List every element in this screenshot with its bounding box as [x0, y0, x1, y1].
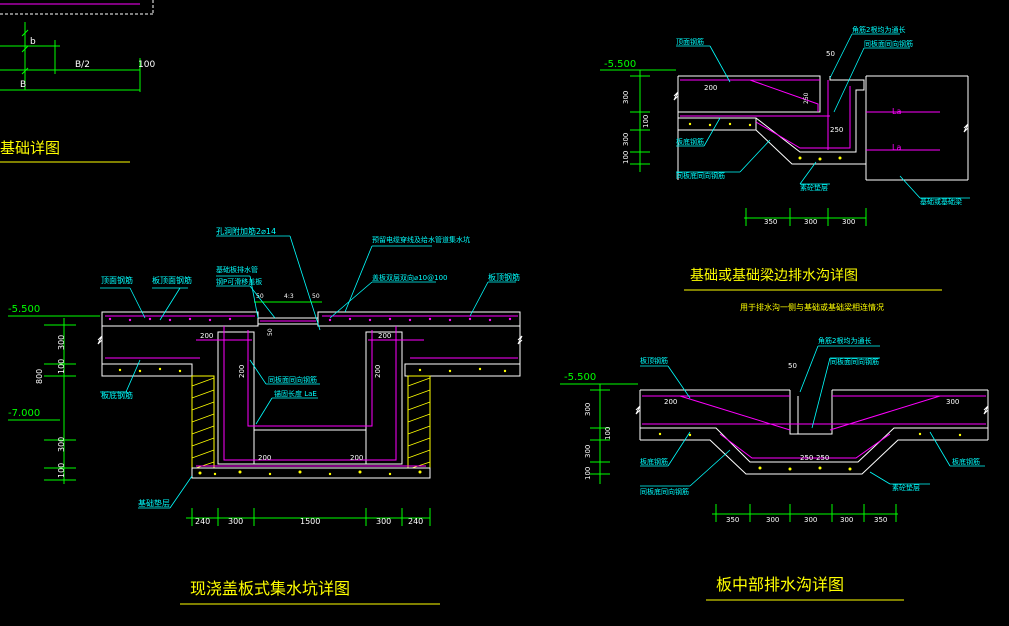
mid-elev: -5.500: [564, 372, 596, 383]
dim-100: 100: [138, 60, 155, 70]
edge-hdim-1: 350: [764, 218, 777, 226]
mid-label-bottom-right: 板底钢筋: [952, 457, 980, 466]
pit-inner-4: 200: [374, 365, 382, 378]
pit-label-bottom-rebar: 板底钢筋: [101, 390, 133, 400]
pit-label-board-top: 板顶面钢筋: [152, 275, 192, 285]
edge-label-top: 顶面钢筋: [676, 37, 704, 46]
edge-la-1: La: [892, 107, 901, 116]
edge-inner-4: 50: [826, 50, 835, 58]
dim-b-small: b: [30, 37, 36, 47]
mid-hdim-2: 300: [766, 516, 779, 524]
mid-label-corner: 角筋2根均为通长: [818, 336, 871, 345]
edge-label-corner: 角筋2根均为通长: [852, 25, 905, 34]
pit-elev-top: -5.500: [8, 304, 40, 315]
mid-vdim-1: 300: [584, 403, 592, 416]
edge-hdim-3: 300: [842, 218, 855, 226]
pit-label-drain: 基础板排水管: [216, 265, 258, 274]
pit-vdim-1: 300: [57, 335, 66, 350]
top-left-detail: b B/2 100 B 基础详图: [0, 0, 155, 163]
pit-small-1: 50: [256, 293, 264, 300]
edge-inner-3: 250: [803, 92, 810, 104]
pit-label-cover: 盖板双层双向⌀10@100: [372, 273, 447, 282]
pit-vdim-2: 800: [35, 369, 44, 384]
pit-vdim-3: 100: [57, 359, 66, 374]
edge-label-bottom: 板底钢筋: [676, 137, 704, 146]
edge-vdim-1: 300: [622, 91, 630, 104]
mid-hdim-5: 350: [874, 516, 887, 524]
edge-hdim-2: 300: [804, 218, 817, 226]
edge-vdim-3: 300: [622, 133, 630, 146]
mid-title: 板中部排水沟详图: [716, 575, 844, 594]
mid-vdim-2: 100: [604, 427, 612, 440]
pit-small-3: 4:3: [284, 293, 294, 300]
top-left-title: 基础详图: [0, 139, 60, 157]
mid-label-bottom-left: 板底钢筋: [640, 457, 668, 466]
pit-label-cushion: 基础垫层: [138, 498, 170, 508]
edge-vdim-2: 100: [642, 115, 650, 128]
pit-inner-3: 200: [238, 365, 246, 378]
edge-subtitle: 用于排水沟一侧与基础或基础梁相连情况: [740, 302, 884, 312]
pit-small-4: 50: [267, 328, 274, 336]
pit-vdim-5: 100: [57, 463, 66, 478]
collection-pit-detail: -5.500 -7.000 300 800 100 300 100 240 30…: [8, 226, 521, 605]
pit-label-grate: 钢P可滑移盖板: [216, 277, 262, 286]
mid-inner-4: 250: [816, 454, 829, 462]
pit-inner-6: 200: [350, 454, 363, 462]
edge-inner-2: 250: [830, 126, 843, 134]
mid-vdim-3: 300: [584, 445, 592, 458]
edge-elev: -5.500: [604, 59, 636, 70]
edge-label-bottom-same: 同板底同向钢筋: [676, 171, 725, 180]
edge-title: 基础或基础梁边排水沟详图: [690, 267, 858, 284]
pit-inner-5: 200: [258, 454, 271, 462]
pit-label-top-rebar: 顶面钢筋: [101, 275, 133, 285]
mid-label-same: 同板面同向钢筋: [830, 357, 879, 366]
mid-hdim-4: 300: [840, 516, 853, 524]
edge-la-2: La: [892, 143, 901, 152]
pit-elev-bottom: -7.000: [8, 408, 40, 419]
pit-label-hole-rebar: 孔洞附加筋2⌀14: [216, 226, 276, 236]
mid-trench-detail: -5.500 300 100 300 100 350 300 300 300 3…: [560, 336, 989, 601]
pit-hdim-5: 240: [408, 517, 423, 526]
edge-label-same: 同板面同向钢筋: [864, 39, 913, 48]
mid-label-top: 板顶钢筋: [640, 356, 668, 365]
pit-vdim-4: 300: [57, 437, 66, 452]
mid-inner-5: 50: [788, 362, 797, 370]
mid-label-cushion: 素砼垫层: [892, 483, 920, 492]
pit-label-pipe-note: 预留电缆穿线及给水管道集水坑: [372, 235, 470, 244]
dim-bz: B/2: [75, 60, 90, 70]
pit-hdim-3: 1500: [300, 517, 320, 526]
mid-inner-2: 300: [946, 398, 959, 406]
mid-inner-3: 250: [800, 454, 813, 462]
pit-label-top-rebar-right: 板顶钢筋: [488, 272, 520, 282]
edge-label-beam: 基础或基础梁: [920, 197, 962, 206]
dim-b: B: [20, 80, 26, 90]
pit-label-same-dir: 同板面同向钢筋: [268, 375, 317, 384]
pit-inner-2: 200: [378, 332, 391, 340]
edge-trench-detail: -5.500 300 100 300 100 350 300 300 200 2…: [600, 25, 970, 312]
mid-vdim-4: 100: [584, 467, 592, 480]
pit-hdim-1: 240: [195, 517, 210, 526]
pit-title: 现浇盖板式集水坑详图: [190, 579, 350, 598]
pit-hdim-4: 300: [376, 517, 391, 526]
pit-inner-1: 200: [200, 332, 213, 340]
pit-label-anchor: 锚固长度 LaE: [274, 389, 317, 398]
pit-hdim-2: 300: [228, 517, 243, 526]
mid-inner-1: 200: [664, 398, 677, 406]
mid-hdim-1: 350: [726, 516, 739, 524]
break-marks: [97, 91, 989, 415]
edge-label-cushion: 素砼垫层: [800, 183, 828, 192]
mid-label-bottom-same: 同板底同向钢筋: [640, 487, 689, 496]
pit-small-2: 50: [312, 293, 320, 300]
mid-hdim-3: 300: [804, 516, 817, 524]
edge-vdim-4: 100: [622, 151, 630, 164]
edge-inner-1: 200: [704, 84, 717, 92]
